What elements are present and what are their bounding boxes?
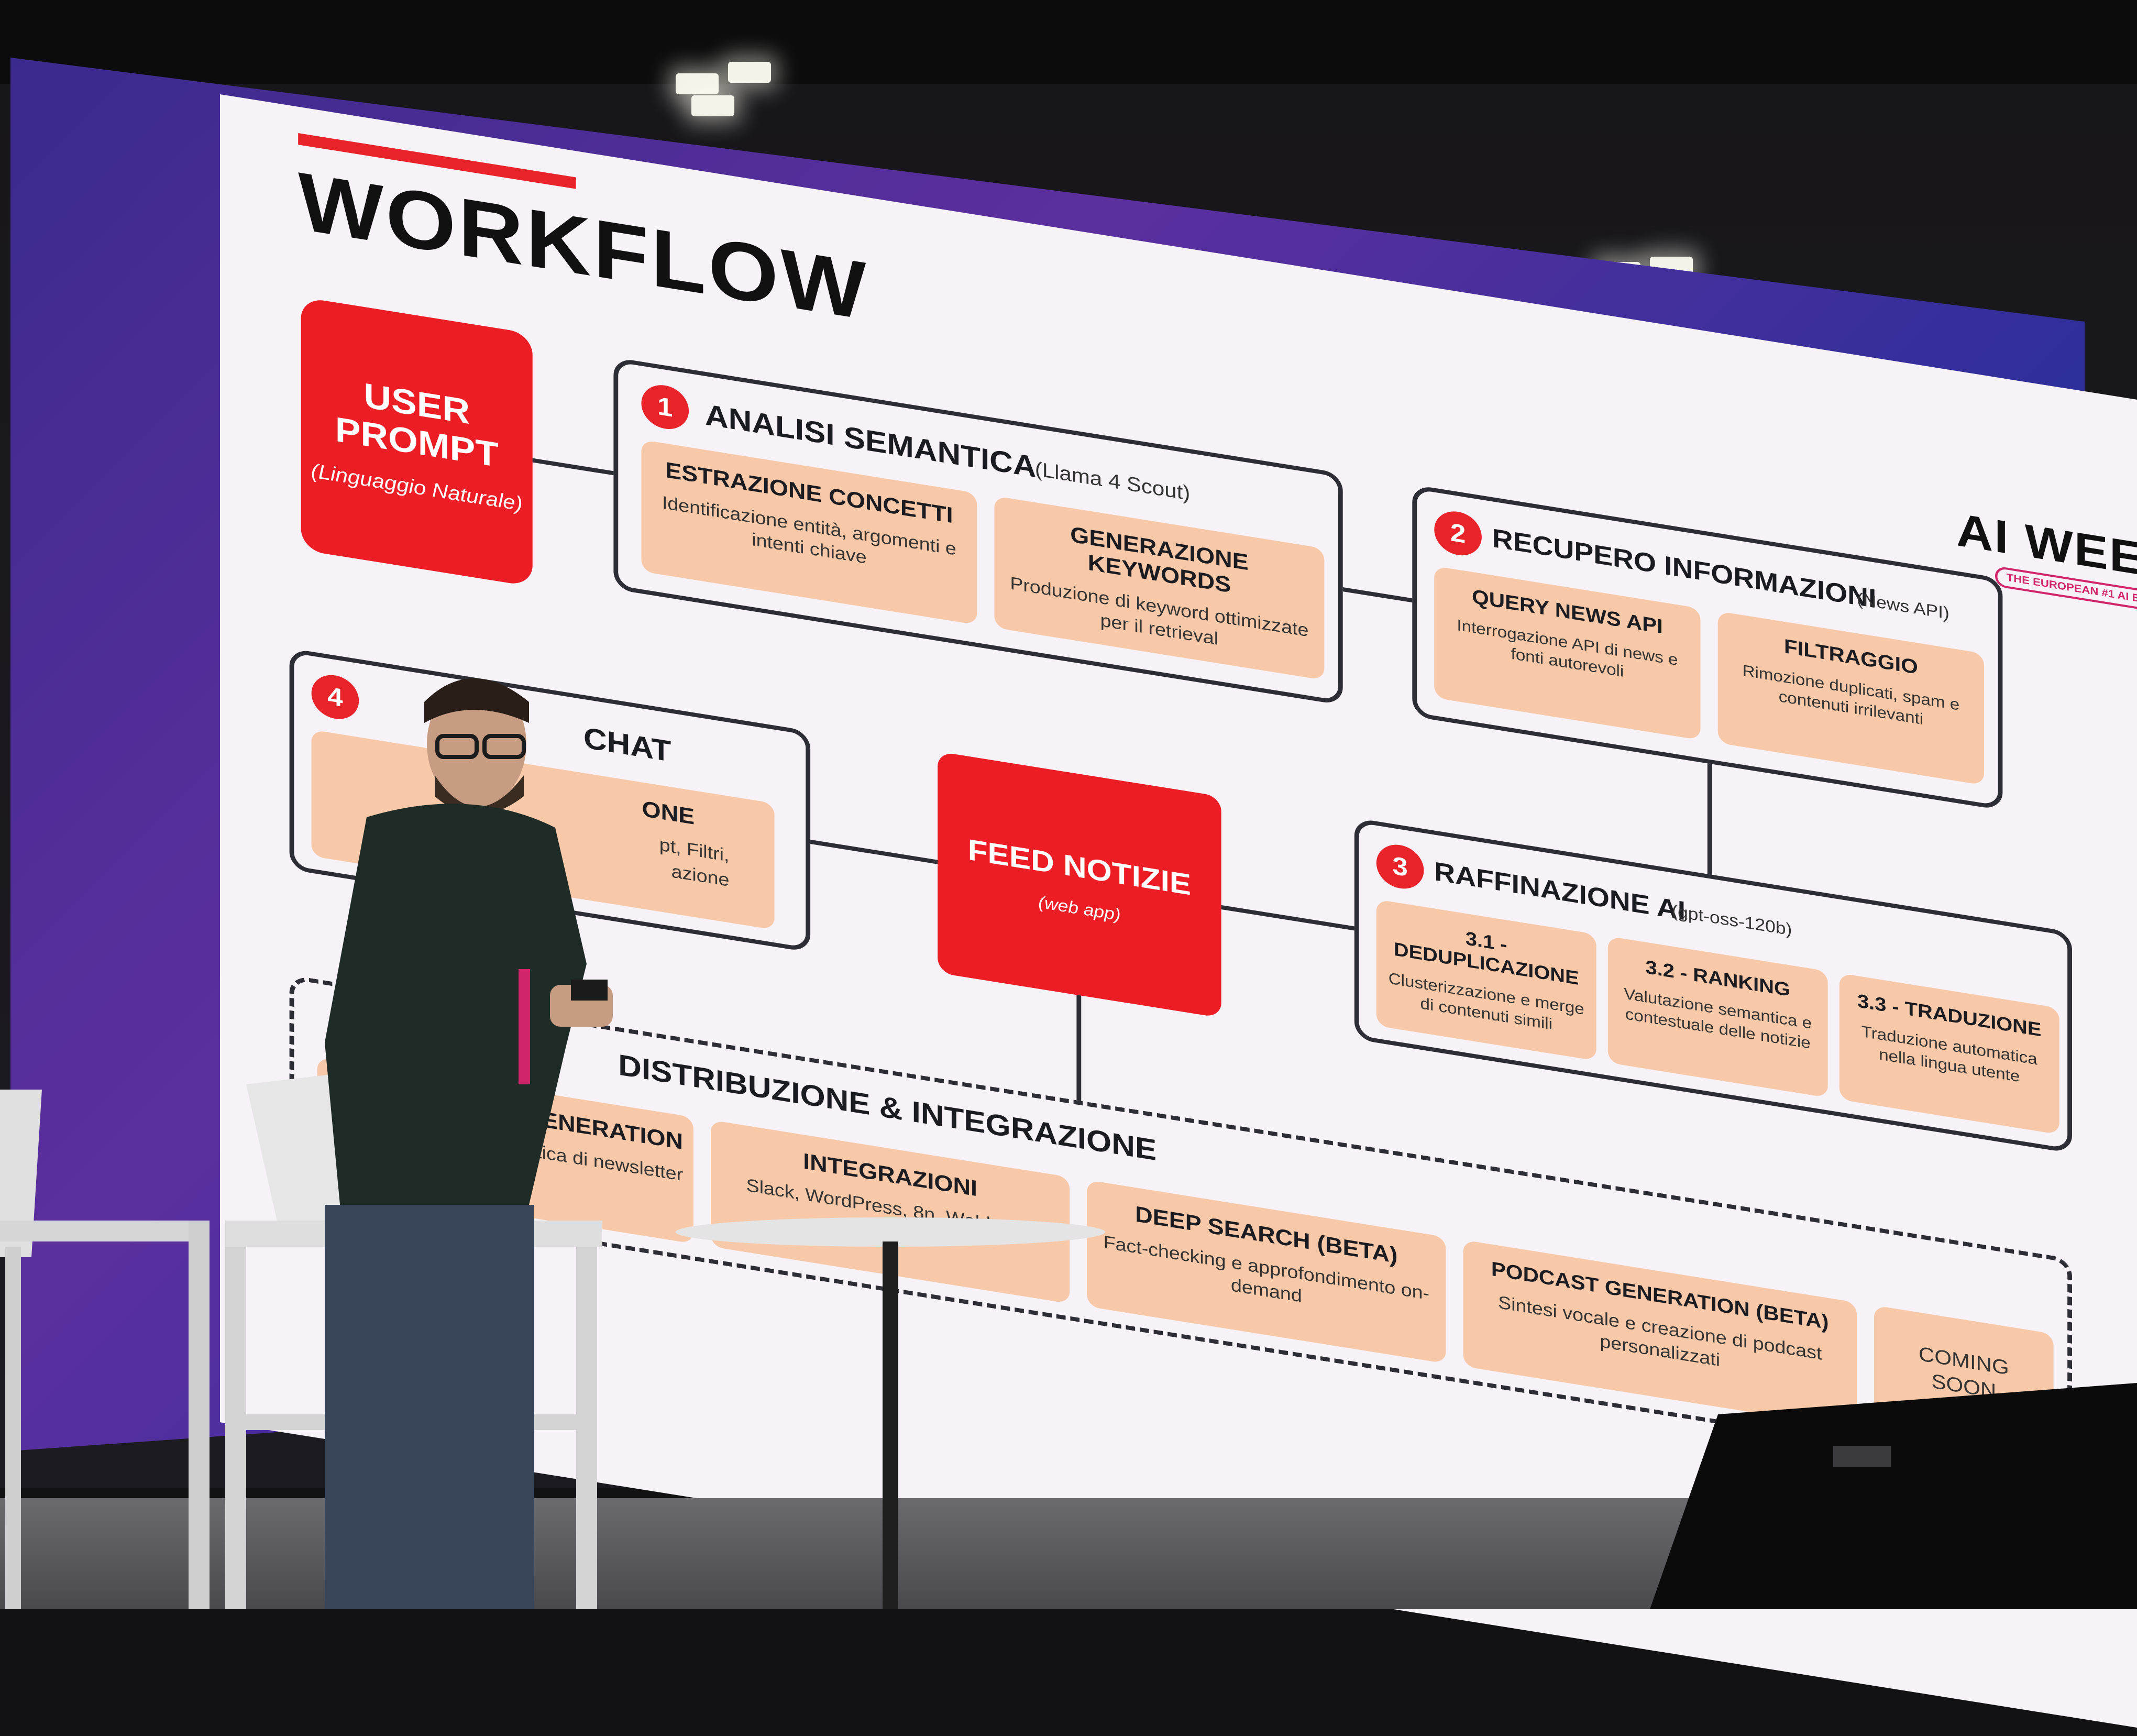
stool-left [0,1090,210,1609]
ceiling-light [728,62,771,83]
cocktail-table [676,1217,1105,1609]
ceiling [0,0,2137,84]
stage-monitor [1650,1383,2137,1609]
foreground-scene [0,678,2137,1609]
presenter [325,678,613,1609]
ceiling-light [676,73,719,94]
ceiling-light [691,95,734,116]
